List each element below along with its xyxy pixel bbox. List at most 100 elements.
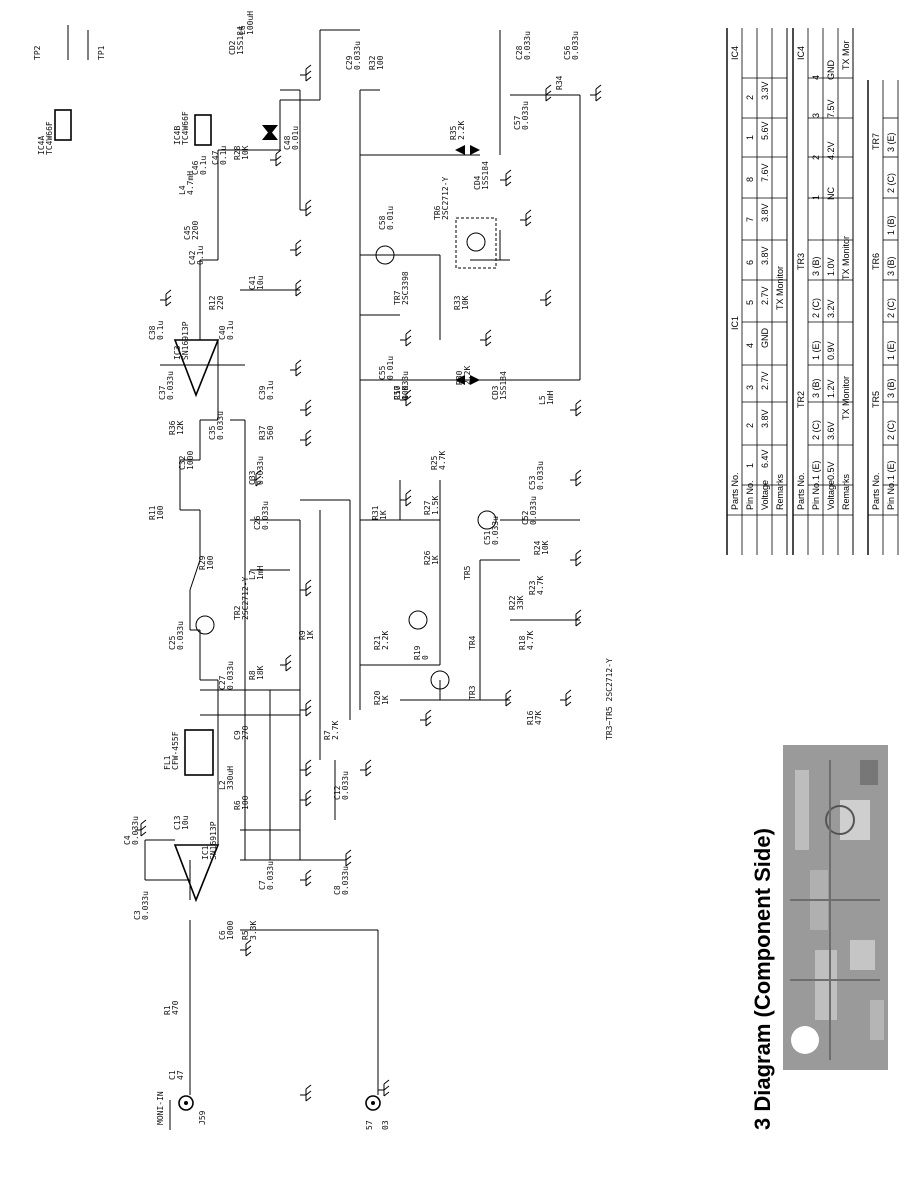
comp-c26-ref: C26: [253, 515, 262, 530]
table-pin: 4: [745, 343, 755, 348]
ground-symbol: [270, 149, 282, 167]
comp-r31-value: 1K: [379, 510, 388, 520]
comp-c25-ref: C25: [168, 635, 177, 650]
table-part: TR5: [871, 391, 881, 408]
comp-r24-ref: R24: [533, 540, 542, 555]
comp-c9-value: 270: [241, 725, 250, 740]
ground-symbol: [340, 849, 352, 867]
comp-tr2-ref: TR2: [233, 605, 242, 620]
comp-l6-ref: L6: [238, 25, 247, 35]
comp-tr6-ref: TR6: [433, 205, 442, 220]
table-pin: 2 (C): [886, 173, 896, 193]
comp-r1-value: 470: [171, 1000, 180, 1015]
table-voltage: 3.2V: [826, 299, 836, 318]
comp-c58-value: 0.01u: [386, 206, 395, 230]
comp-r8-value: 18K: [256, 665, 265, 680]
page-heading: 3 Diagram (Component Side): [750, 828, 775, 1130]
comp-r25-value: 4.7K: [438, 451, 447, 470]
comp-r16-ref: R16: [526, 710, 535, 725]
comp-r30-ref: R30: [455, 370, 464, 385]
comp-l4-ref: L4: [178, 185, 187, 195]
ground-symbol: [300, 579, 312, 597]
ground-symbol: [300, 64, 312, 82]
table-header: Voltage: [760, 480, 770, 510]
svg-text:03: 03: [381, 1120, 390, 1130]
comp-c48-value: 0.01u: [291, 126, 300, 150]
comp-c25-value: 0.033u: [176, 621, 185, 650]
svg-text:TP1: TP1: [97, 45, 106, 60]
ic3-opamp: [173, 339, 220, 398]
comp-r36-value: 12K: [176, 420, 185, 435]
table-remark: TX Mor: [841, 40, 851, 70]
comp-c55-ref: C55: [378, 365, 387, 380]
table-pin: 2: [745, 423, 755, 428]
table-voltage: 0.5V: [826, 461, 836, 480]
comp-l5-value: 1mH: [546, 390, 555, 405]
comp-c41-ref: C41: [248, 275, 257, 290]
comp-r37-value: 560: [266, 425, 275, 440]
comp-l2-ref: L2: [218, 780, 227, 790]
comp-r35-ref: R35: [449, 125, 458, 140]
table-voltage: 7.5V: [826, 99, 836, 118]
table-pin: 1: [745, 135, 755, 140]
diode-cd3: [455, 375, 480, 385]
table-pin: 1 (E): [811, 460, 821, 480]
comp-c40-ref: C40: [218, 325, 227, 340]
comp-c28-ref: C28: [515, 45, 524, 60]
jack-j59: [178, 1095, 194, 1111]
ground-symbol: [400, 329, 412, 347]
comp-c4-value: 0.033u: [131, 816, 140, 845]
tp1-label: TP1: [97, 45, 106, 60]
ground-symbol: [300, 429, 312, 447]
comp-r30-value: 2.2K: [463, 366, 472, 385]
comp-r18-ref: R18: [518, 635, 527, 650]
comp-r9-value: 1K: [306, 630, 315, 640]
comp-c52-ref: C52: [521, 510, 530, 525]
ground-symbol: [570, 399, 582, 417]
ic4a-label: IC4A TC4W66F: [37, 121, 54, 155]
table-pin: 3 (B): [811, 378, 821, 398]
ground-symbol: [570, 469, 582, 487]
svg-text:57: 57: [365, 1120, 374, 1130]
comp-c41-value: 10u: [256, 275, 265, 290]
svg-text:IC1: IC1: [201, 845, 210, 860]
comp-c35-ref: C35: [208, 425, 217, 440]
comp-r28-ref: R28: [233, 145, 242, 160]
comp-r36-ref: R36: [168, 420, 177, 435]
comp-c6-ref: C6: [218, 930, 227, 940]
table-pin: 2 (C): [886, 298, 896, 318]
table-pin: 3 (B): [886, 256, 896, 276]
ic3-label: IC3 SN16913P: [173, 321, 190, 360]
comp-l5-ref: L5: [538, 395, 547, 405]
table-pin: 1 (E): [811, 340, 821, 360]
comp-r26-ref: R26: [423, 550, 432, 565]
comp-c13-ref: C13: [173, 815, 182, 830]
table-voltage: GND: [760, 328, 770, 349]
comp-r35-value: 2.2K: [457, 121, 466, 140]
connector-j57-label: 57 03: [365, 1120, 390, 1130]
tr7-dashed-box: [455, 217, 497, 269]
table-header: Parts No.: [796, 472, 806, 510]
svg-text:TR3~TR5 2SC2712-Y: TR3~TR5 2SC2712-Y: [605, 658, 614, 740]
ground-symbol: [590, 84, 602, 102]
comp-c58-ref: C58: [378, 215, 387, 230]
comp-c1-ref: C1: [168, 1070, 177, 1080]
table-voltage: 2.7V: [760, 286, 770, 305]
comp-c3-ref: C3: [133, 910, 142, 920]
table-voltage: 3.3V: [760, 81, 770, 100]
comp-r19-value: 0: [421, 655, 430, 660]
table-voltage: 3.8V: [760, 203, 770, 222]
ground-symbol: [240, 939, 252, 957]
table-voltage: NC: [826, 187, 836, 200]
table-voltage: 3.8V: [760, 409, 770, 428]
ground-symbol: [420, 709, 432, 727]
comp-tr6-value: 2SC2712-Y: [441, 176, 450, 220]
comp-c56-ref: C56: [563, 45, 572, 60]
comp-r12-value: 220: [216, 295, 225, 310]
table-pin: 1: [745, 463, 755, 468]
table-header: Pin No.: [811, 480, 821, 510]
table-header: Parts No.: [730, 472, 740, 510]
svg-text:TC4W66F: TC4W66F: [181, 111, 190, 145]
table-voltage: 3.6V: [826, 421, 836, 440]
ground-symbol: [135, 819, 147, 837]
